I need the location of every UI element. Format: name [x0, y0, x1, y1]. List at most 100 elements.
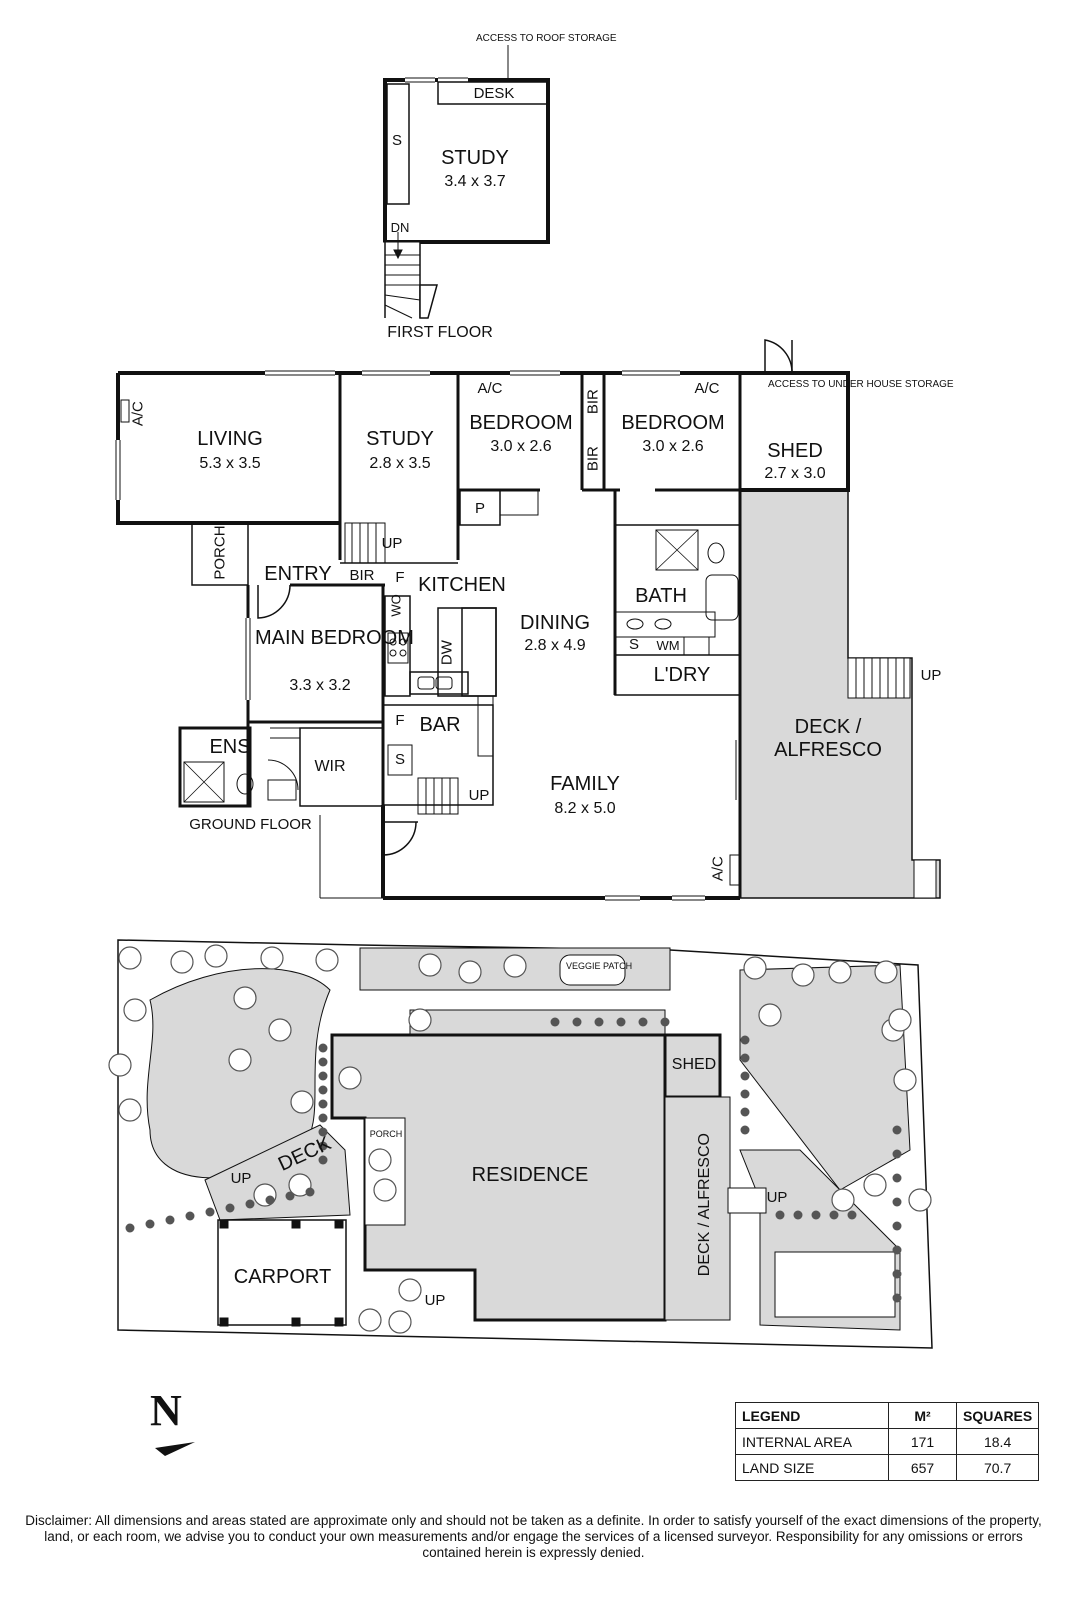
roof-access-label: ACCESS TO ROOF STORAGE: [476, 33, 617, 44]
shower-label-laundry: S: [628, 636, 639, 653]
main-bedroom-size: 3.3 x 3.2: [289, 677, 351, 694]
shrub-icon: [892, 1269, 902, 1279]
pantry-label: P: [474, 500, 485, 517]
ensuite-label: ENS: [209, 736, 251, 758]
shrub-icon: [318, 1141, 328, 1151]
site-porch-label: PORCH: [369, 1129, 403, 1139]
site-deck-alfresco-label: DECK / ALFRESCO: [695, 1133, 713, 1277]
veggie-patch-label: VEGGIE PATCH: [566, 961, 633, 971]
shrub-icon: [125, 1223, 135, 1233]
desk-label: DESK: [473, 85, 515, 102]
tree-icon: [893, 1068, 917, 1092]
bedroom-1-size: 3.0 x 2.6: [490, 438, 552, 455]
shrub-icon: [594, 1017, 604, 1027]
tree-icon: [358, 1308, 382, 1332]
tree-icon: [368, 1148, 392, 1172]
porch-label: PORCH: [211, 525, 229, 580]
tree-icon: [123, 998, 147, 1022]
ac-label-bedroom-2: A/C: [694, 380, 720, 397]
shrub-icon: [892, 1149, 902, 1159]
tree-icon: [758, 1003, 782, 1027]
bedroom-2-size: 3.0 x 2.6: [642, 438, 704, 455]
shrub-icon: [740, 1035, 750, 1045]
tree-icon: [908, 1188, 932, 1212]
shrub-icon: [225, 1203, 235, 1213]
bir-label-entry: BIR: [349, 567, 375, 584]
ground-floor-plan: [115, 339, 941, 901]
tree-icon: [398, 1278, 422, 1302]
shrub-icon: [616, 1017, 626, 1027]
legend-squares-header: SQUARES: [955, 1402, 1040, 1429]
shrub-icon: [165, 1215, 175, 1225]
legend-m2-header: M²: [888, 1402, 957, 1429]
fridge-label-kitchen: F: [395, 569, 405, 586]
tree-icon: [260, 946, 284, 970]
shrub-icon: [245, 1199, 255, 1209]
carport-label: CARPORT: [233, 1266, 332, 1288]
bedroom-2-name: BEDROOM: [621, 412, 725, 434]
legend-table: LEGEND M² SQUARES INTERNAL AREA 171 18.4…: [735, 1402, 1040, 1481]
shrub-icon: [660, 1017, 670, 1027]
tree-icon: [268, 1018, 292, 1042]
legend-row: LAND SIZE 657 70.7: [735, 1454, 1040, 1481]
shrub-icon: [892, 1221, 902, 1231]
tree-icon: [118, 1098, 142, 1122]
tree-icon: [458, 960, 482, 984]
bedroom-1-name: BEDROOM: [469, 412, 573, 434]
up-label-deck: UP: [920, 667, 942, 684]
tree-icon: [228, 1048, 252, 1072]
tree-icon: [888, 1008, 912, 1032]
site-up-label-front: UP: [424, 1292, 446, 1309]
legend-header: LEGEND: [735, 1402, 889, 1429]
shrub-icon: [318, 1113, 328, 1123]
tree-icon: [373, 1178, 397, 1202]
shrub-icon: [285, 1191, 295, 1201]
disclaimer-text: Disclaimer: All dimensions and areas sta…: [25, 1513, 1042, 1561]
legend-row-m2: 171: [888, 1428, 957, 1455]
shrub-icon: [185, 1211, 195, 1221]
shrub-icon: [892, 1293, 902, 1303]
shrub-icon: [892, 1125, 902, 1135]
tree-icon: [118, 946, 142, 970]
dining-name: DINING: [520, 612, 590, 634]
living-size: 5.3 x 3.5: [199, 455, 261, 472]
first-floor-plan: [379, 45, 550, 319]
tree-icon: [828, 960, 852, 984]
legend-row-label: LAND SIZE: [735, 1454, 889, 1481]
north-arrow-mark: [155, 1442, 195, 1456]
kitchen-label: KITCHEN: [418, 574, 506, 596]
ac-label-living: A/C: [129, 401, 147, 427]
shrub-icon: [638, 1017, 648, 1027]
tree-icon: [338, 1066, 362, 1090]
legend-header-row: LEGEND M² SQUARES: [735, 1402, 1040, 1429]
wir-label: WIR: [314, 758, 346, 775]
wall-oven-label: WO: [388, 594, 404, 617]
first-floor-study-name: STUDY: [441, 147, 509, 169]
ac-label-bedroom-1: A/C: [477, 380, 503, 397]
shrub-icon: [892, 1245, 902, 1255]
family-name: FAMILY: [550, 773, 620, 795]
shrub-icon: [145, 1219, 155, 1229]
tree-icon: [204, 944, 228, 968]
living-name: LIVING: [197, 428, 263, 450]
shed-name: SHED: [767, 440, 823, 462]
tree-icon: [791, 963, 815, 987]
shrub-icon: [740, 1089, 750, 1099]
residence-label: RESIDENCE: [471, 1164, 589, 1186]
study-name: STUDY: [366, 428, 434, 450]
main-bedroom-name: MAIN BEDROOM: [255, 627, 414, 649]
bath-label: BATH: [635, 585, 687, 607]
shrub-icon: [550, 1017, 560, 1027]
study-size: 2.8 x 3.5: [369, 455, 431, 472]
legend-row-m2: 657: [888, 1454, 957, 1481]
bir-label-2: BIR: [584, 446, 602, 472]
tree-icon: [874, 960, 898, 984]
deck-alfresco-name: DECK / ALFRESCO: [774, 716, 882, 761]
under-house-access-label: ACCESS TO UNDER HOUSE STORAGE: [768, 379, 954, 390]
shrub-icon: [318, 1099, 328, 1109]
tree-icon: [233, 986, 257, 1010]
tree-icon: [315, 948, 339, 972]
shrub-icon: [740, 1107, 750, 1117]
shrub-icon: [318, 1071, 328, 1081]
stairs-down-label: DN: [390, 220, 410, 235]
